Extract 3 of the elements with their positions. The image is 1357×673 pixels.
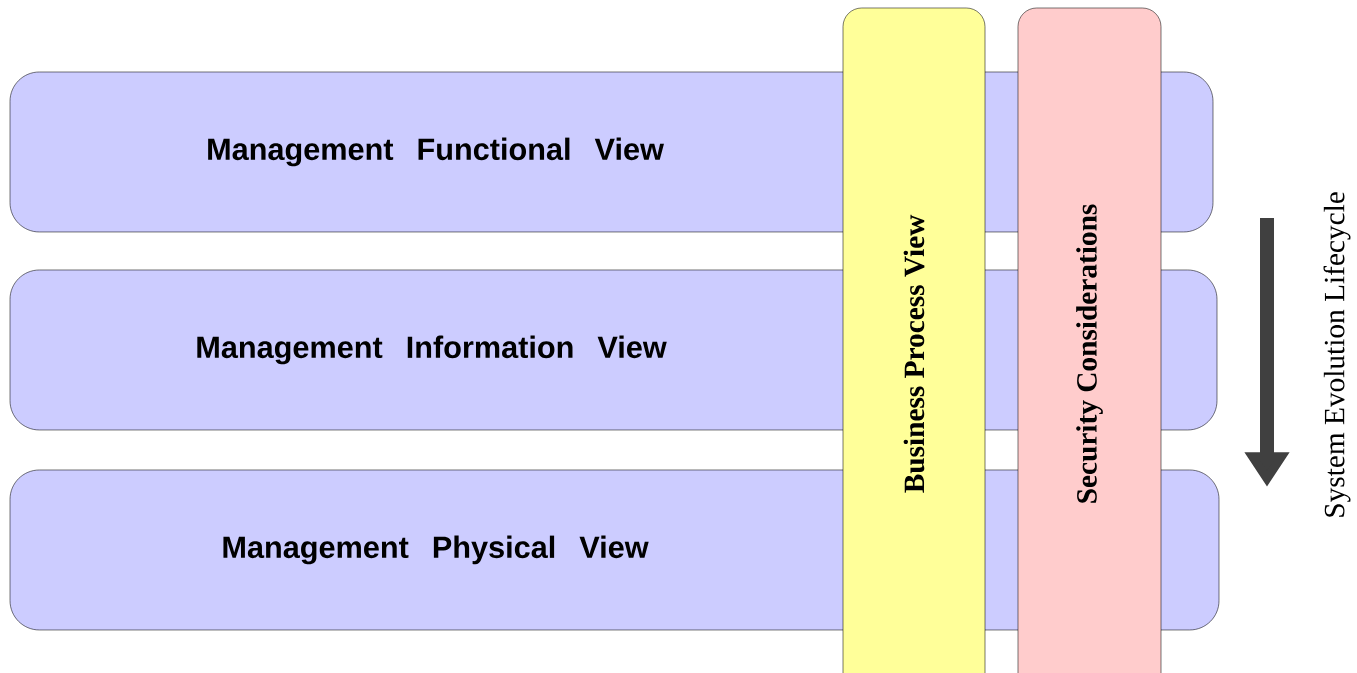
view-band: Security Considerations xyxy=(1017,7,1162,673)
view-band: Business Process View xyxy=(842,7,986,673)
axis-label: System Evolution Lifecycle xyxy=(1323,192,1351,517)
